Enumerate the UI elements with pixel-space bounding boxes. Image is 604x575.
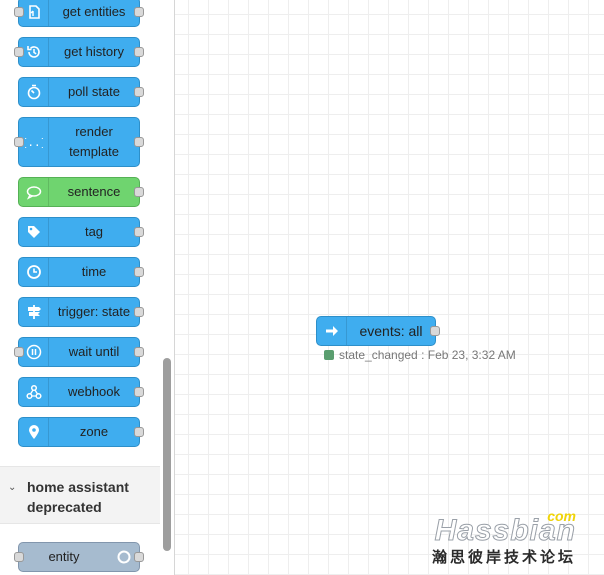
- signpost-icon: [19, 298, 49, 326]
- watermark-logo: com Hassbian 瀚思彼岸技术论坛: [431, 508, 576, 567]
- watermark-suffix: com: [547, 508, 576, 524]
- palette-node-sentence[interactable]: sentence: [18, 177, 144, 207]
- node-label: get entities: [62, 4, 126, 19]
- node-label: get history: [64, 44, 124, 59]
- entities-icon: [19, 0, 49, 26]
- palette-node-entity[interactable]: entity: [14, 542, 144, 572]
- input-port: [14, 47, 24, 57]
- node-label: entity: [48, 549, 80, 564]
- output-port: [134, 137, 144, 147]
- flow-workspace[interactable]: events: all state_changed : Feb 23, 3:32…: [175, 0, 604, 575]
- output-port: [134, 7, 144, 17]
- status-text: state_changed : Feb 23, 3:32 AM: [339, 348, 516, 362]
- palette-node-tag[interactable]: tag: [18, 217, 144, 247]
- pause-icon: [19, 338, 49, 366]
- chevron-down-icon: ⌄: [8, 482, 17, 493]
- node-label: poll state: [67, 84, 121, 99]
- tag-icon: [19, 218, 49, 246]
- input-port: [14, 7, 24, 17]
- node-label: tag: [84, 224, 104, 239]
- ring-icon: [109, 543, 139, 571]
- node-label: zone: [79, 424, 109, 439]
- output-port: [134, 387, 144, 397]
- palette-node-poll-state[interactable]: poll state: [18, 77, 144, 107]
- history-icon: [19, 38, 49, 66]
- timer-icon: [19, 78, 49, 106]
- flow-node-events-all[interactable]: events: all: [316, 316, 440, 346]
- node-label: webhook: [67, 384, 121, 399]
- output-port: [134, 267, 144, 277]
- output-port: [134, 187, 144, 197]
- palette-node-time[interactable]: time: [18, 257, 144, 287]
- output-port[interactable]: [430, 326, 440, 336]
- watermark-brand: Hassbian: [434, 514, 576, 548]
- category-title: home assistant deprecated: [27, 479, 129, 515]
- node-label: render template: [69, 124, 119, 159]
- output-port: [134, 227, 144, 237]
- status-indicator: [324, 350, 334, 360]
- palette-node-render-template[interactable]: {..} render template: [14, 117, 144, 167]
- palette-sidebar: get entities get history poll state {..}…: [0, 0, 160, 575]
- node-label: wait until: [68, 344, 120, 359]
- node-label: time: [81, 264, 107, 279]
- output-port: [134, 427, 144, 437]
- map-pin-icon: [19, 418, 49, 446]
- clock-icon: [19, 258, 49, 286]
- palette-node-wait-until[interactable]: wait until: [14, 337, 144, 367]
- palette-node-get-entities[interactable]: get entities: [14, 0, 144, 27]
- palette-node-get-history[interactable]: get history: [14, 37, 144, 67]
- output-port: [134, 552, 144, 562]
- node-status: state_changed : Feb 23, 3:32 AM: [324, 348, 516, 362]
- output-port: [134, 307, 144, 317]
- node-label: sentence: [67, 184, 121, 199]
- palette-node-trigger-state[interactable]: trigger: state: [18, 297, 144, 327]
- output-port: [134, 47, 144, 57]
- sidebar-divider[interactable]: [174, 0, 175, 575]
- output-port: [134, 87, 144, 97]
- speech-bubble-icon: [19, 178, 49, 206]
- svg-text:{..}: {..}: [25, 136, 43, 149]
- node-label: events: all: [359, 323, 423, 339]
- input-port: [14, 552, 24, 562]
- input-port: [14, 137, 24, 147]
- category-header-home-assistant-deprecated[interactable]: ⌄ home assistant deprecated: [0, 466, 160, 524]
- webhook-icon: [19, 378, 49, 406]
- palette-node-zone[interactable]: zone: [18, 417, 144, 447]
- output-port: [134, 347, 144, 357]
- palette-node-webhook[interactable]: webhook: [18, 377, 144, 407]
- palette-scrollbar[interactable]: [163, 358, 171, 551]
- node-label: trigger: state: [57, 304, 131, 319]
- template-braces-icon: {..}: [19, 118, 49, 166]
- arrow-right-icon: [317, 317, 347, 345]
- watermark-chinese: 瀚思彼岸技术论坛: [431, 549, 576, 566]
- input-port: [14, 347, 24, 357]
